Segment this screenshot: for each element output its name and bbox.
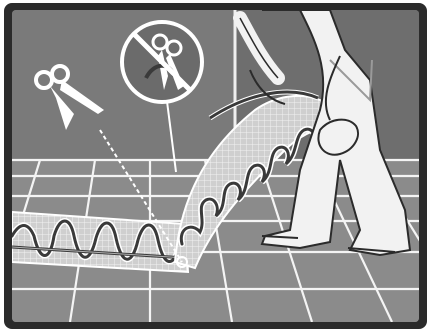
scissors-prohibited-icon	[120, 20, 204, 173]
cut-line	[99, 129, 183, 263]
cut-point-marker	[176, 256, 188, 268]
scissors-icon	[34, 64, 104, 130]
installer-figure	[233, 10, 412, 257]
flat-heating-mat	[12, 210, 190, 274]
